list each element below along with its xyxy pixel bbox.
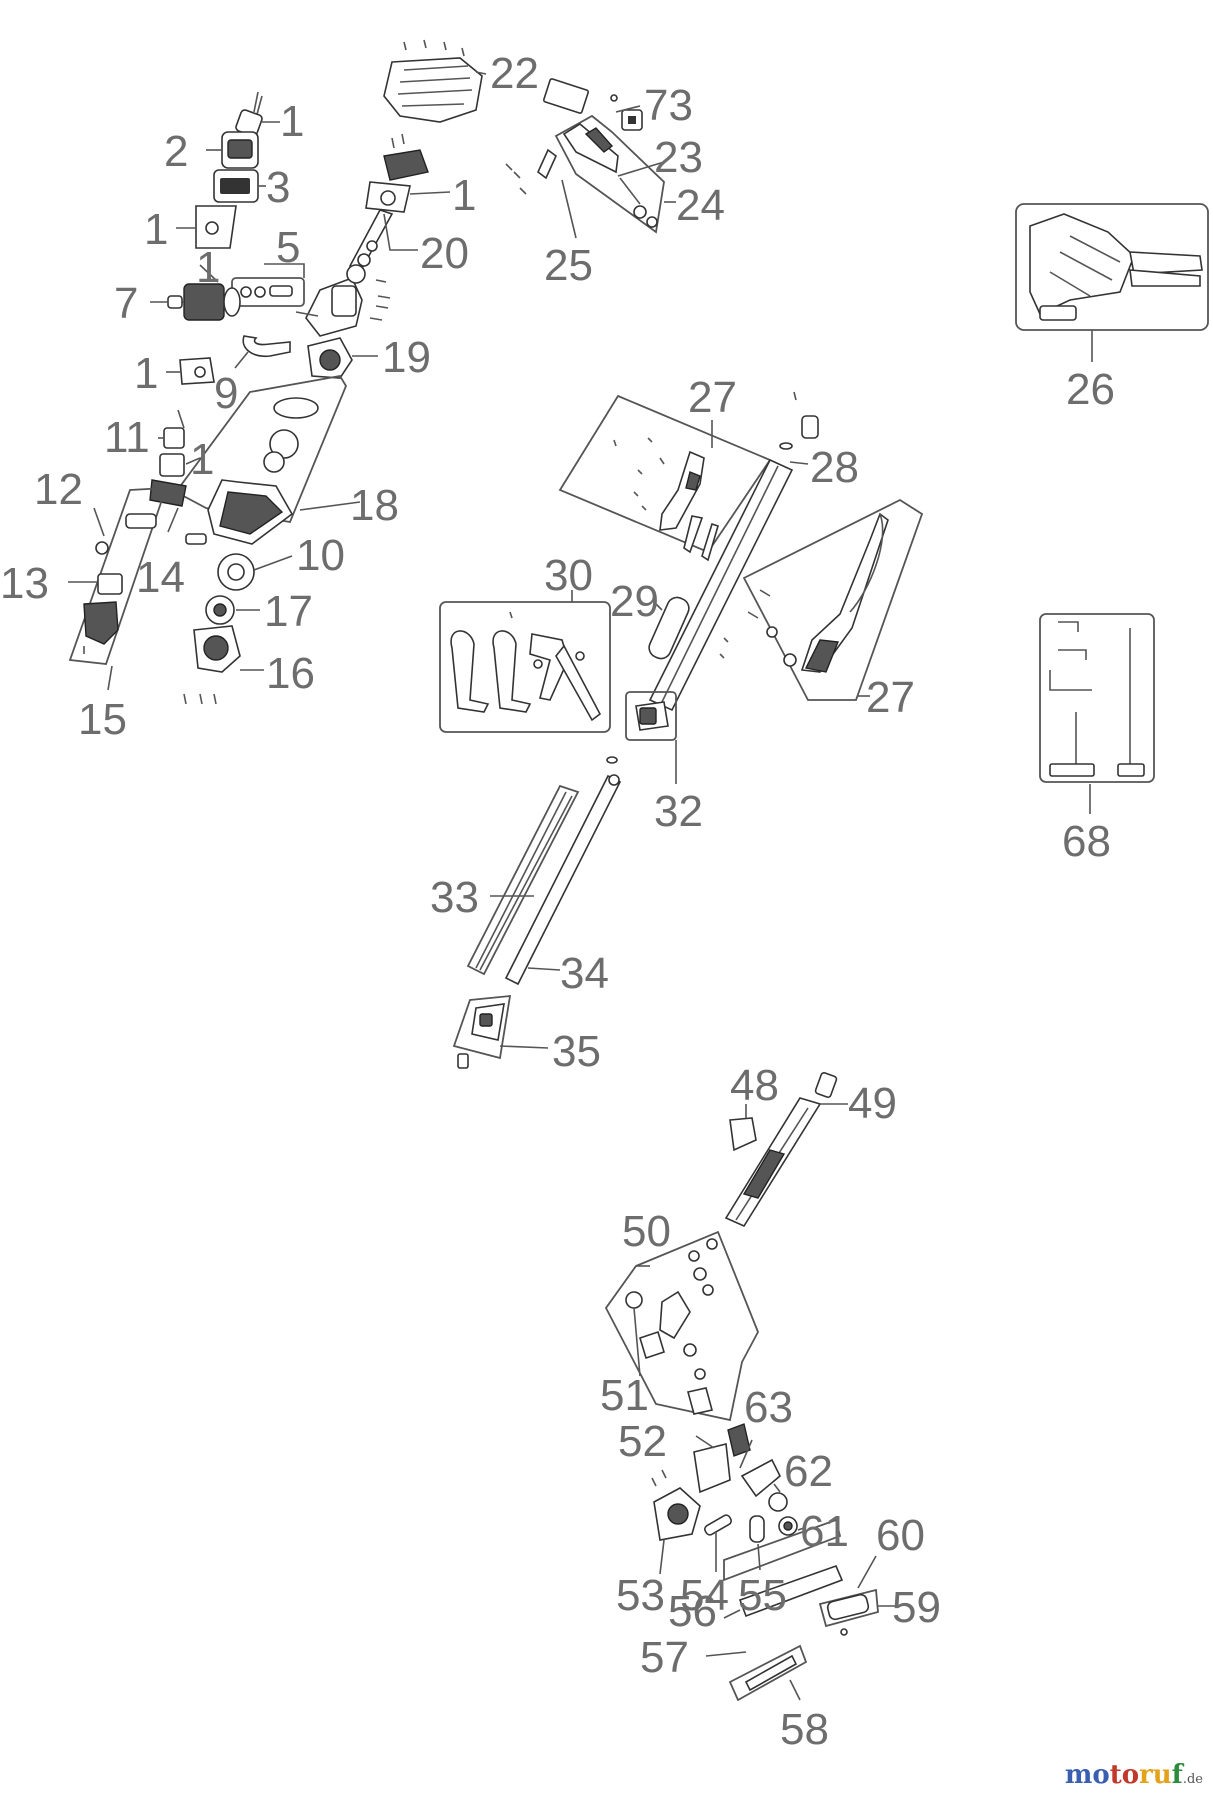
callout-22: 22 xyxy=(490,49,539,98)
callout-1: 1 xyxy=(452,171,476,220)
callout-63: 63 xyxy=(744,1383,793,1432)
part-63-sprocket-cover xyxy=(740,1458,781,1498)
callout-25: 25 xyxy=(544,241,593,290)
callout-55: 55 xyxy=(738,1571,787,1620)
callout-68: 68 xyxy=(1062,817,1111,866)
callout-54: 54 xyxy=(680,1571,729,1620)
callout-24: 24 xyxy=(676,181,725,230)
callout-10: 10 xyxy=(296,531,345,580)
callout-1: 1 xyxy=(190,435,214,484)
callout-11: 11 xyxy=(104,413,150,462)
part-52-bar-cover xyxy=(693,1443,731,1494)
callout-61: 61 xyxy=(800,1507,849,1556)
hex-key xyxy=(1049,621,1092,691)
callout-28: 28 xyxy=(810,443,859,492)
callout-16: 16 xyxy=(266,649,315,698)
callout-labels: 1 2 3 1 5 7 1 1 9 19 11 1 12 13 14 15 18… xyxy=(0,49,1115,1754)
part-29-grip xyxy=(648,596,690,660)
callout-1: 1 xyxy=(196,243,220,292)
callout-3: 3 xyxy=(266,163,290,212)
part-48-cover xyxy=(729,1117,757,1152)
callout-58: 58 xyxy=(780,1705,829,1754)
part-30-loop-handle xyxy=(450,630,490,713)
callout-1: 1 xyxy=(144,205,168,254)
callout-51: 51 xyxy=(600,1371,649,1420)
callout-34: 34 xyxy=(560,949,609,998)
part-50-gear-housing xyxy=(659,1290,691,1340)
callout-18: 18 xyxy=(350,481,399,530)
part-27-upper-handle xyxy=(659,450,705,531)
callout-30: 30 xyxy=(544,551,593,600)
watermark-tld: .de xyxy=(1182,1772,1203,1787)
motoruf-watermark: motoruf.de xyxy=(1065,1760,1203,1790)
callout-57: 57 xyxy=(640,1633,689,1682)
part-15-starter-grip xyxy=(83,601,119,645)
part-59-chain-tensioner xyxy=(826,1593,870,1621)
tools-group xyxy=(1039,613,1155,783)
callout-53: 53 xyxy=(616,1571,665,1620)
part-57-guide-bar xyxy=(738,1564,844,1618)
part-55-spacer xyxy=(749,1515,765,1543)
callout-7: 7 xyxy=(114,279,138,328)
leader-lines xyxy=(68,71,1093,1701)
part-58-bar-scabbard xyxy=(744,1654,798,1692)
callout-29: 29 xyxy=(610,577,659,626)
watermark-brand-part: ru xyxy=(1139,1760,1172,1790)
engine-assembly xyxy=(68,39,483,705)
clutch-assembly xyxy=(505,78,665,234)
harness-group xyxy=(1015,203,1209,331)
callout-49: 49 xyxy=(848,1079,897,1128)
callout-17: 17 xyxy=(264,587,313,636)
callout-26: 26 xyxy=(1066,365,1115,414)
drive-shaft-tube xyxy=(648,458,794,712)
callout-20: 20 xyxy=(420,229,469,278)
callout-52: 52 xyxy=(618,1417,667,1466)
callout-2: 2 xyxy=(164,127,188,176)
callout-33: 33 xyxy=(430,873,479,922)
part-28-grip-sleeve xyxy=(801,415,819,439)
part-14-switch xyxy=(149,479,187,507)
callout-60: 60 xyxy=(876,1511,925,1560)
part-62-sprocket xyxy=(768,1492,788,1512)
callout-62: 62 xyxy=(784,1447,833,1496)
callout-9: 9 xyxy=(214,369,238,418)
pole-saw-head xyxy=(604,1071,879,1702)
callout-12: 12 xyxy=(34,465,83,514)
callout-14: 14 xyxy=(136,553,185,602)
part-56-saw-chain xyxy=(723,1518,842,1582)
callout-5: 5 xyxy=(276,223,300,272)
callout-27: 27 xyxy=(688,373,737,422)
callout-56: 56 xyxy=(668,1587,717,1636)
callout-19: 19 xyxy=(382,333,431,382)
watermark-brand-part: f xyxy=(1171,1760,1183,1790)
muffler xyxy=(383,149,429,181)
part-54-chain-adjuster xyxy=(704,1514,732,1536)
part-73-plate xyxy=(542,78,590,114)
callout-15: 15 xyxy=(78,695,127,744)
part-23-clutch-housing xyxy=(562,123,619,174)
callout-1: 1 xyxy=(280,97,304,146)
callout-23: 23 xyxy=(654,133,703,182)
callout-50: 50 xyxy=(622,1207,671,1256)
callout-27: 27 xyxy=(866,673,915,722)
handle-and-shaft xyxy=(439,391,924,1069)
callout-1: 1 xyxy=(134,349,158,398)
part-27-throttle-handle xyxy=(800,512,889,673)
part-9-fuel-line xyxy=(242,335,291,358)
callout-73: 73 xyxy=(644,81,693,130)
callout-59: 59 xyxy=(892,1583,941,1632)
watermark-brand-part: mo xyxy=(1064,1760,1110,1790)
watermark-brand-part: to xyxy=(1109,1760,1140,1790)
part-11-ignition-module xyxy=(163,427,185,449)
spark-plug-wrench xyxy=(1049,763,1095,777)
callout-35: 35 xyxy=(552,1027,601,1076)
part-33-lower-tube-sleeve xyxy=(466,784,580,976)
callout-48: 48 xyxy=(730,1061,779,1110)
callout-32: 32 xyxy=(654,787,703,836)
callout-13: 13 xyxy=(0,559,49,608)
